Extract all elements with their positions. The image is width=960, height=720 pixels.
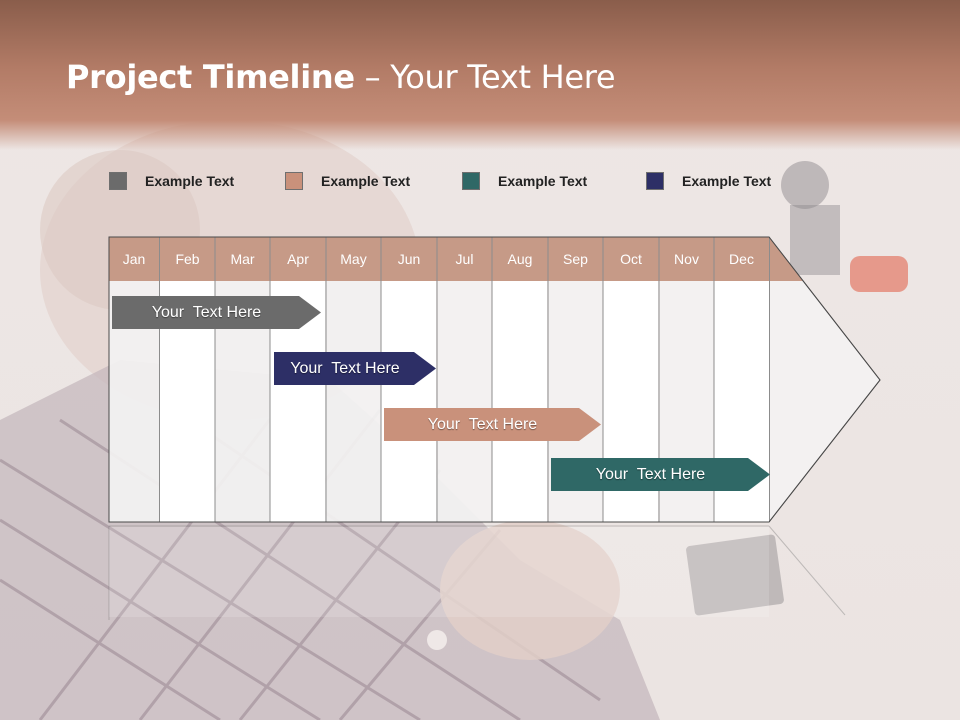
legend-item: Example Text — [109, 171, 234, 191]
month-mar: Mar — [230, 251, 255, 267]
legend-label: Example Text — [145, 173, 235, 189]
title-rest: – Your Text Here — [354, 58, 616, 96]
month-sep: Sep — [563, 251, 588, 267]
month-nov: Nov — [674, 251, 699, 267]
task-bar[interactable]: Your Text Here — [551, 458, 770, 491]
task-bar[interactable]: Your Text Here — [274, 352, 436, 385]
task-label: Your Text Here — [595, 466, 706, 483]
legend-swatch — [462, 172, 480, 190]
month-jan: Jan — [122, 251, 146, 267]
slide-title: Project Timeline – Your Text Here — [66, 58, 616, 96]
title-band — [0, 0, 960, 150]
month-apr: Apr — [287, 251, 309, 267]
task-label: Your Text Here — [151, 304, 262, 321]
task-bar[interactable]: Your Text Here — [384, 408, 601, 441]
title-bold: Project Timeline — [66, 58, 355, 96]
month-feb: Feb — [175, 251, 200, 267]
legend-label: Example Text — [321, 173, 411, 189]
month-jul: Jul — [455, 251, 474, 267]
legend-item: Example Text — [646, 171, 771, 191]
month-may: May — [340, 251, 367, 267]
task-bar[interactable]: Your Text Here — [112, 296, 321, 329]
legend-item: Example Text — [462, 171, 587, 191]
legend-swatch — [109, 172, 127, 190]
legend-label: Example Text — [498, 173, 588, 189]
legend-item: Example Text — [285, 171, 410, 191]
task-label: Your Text Here — [290, 360, 400, 377]
task-label: Your Text Here — [427, 416, 538, 433]
legend-label: Example Text — [682, 173, 772, 189]
month-header-band — [109, 237, 803, 281]
legend-swatch — [285, 172, 303, 190]
month-oct: Oct — [620, 251, 642, 267]
month-jun: Jun — [397, 251, 421, 267]
legend-swatch — [646, 172, 664, 190]
month-aug: Aug — [507, 251, 533, 267]
month-dec: Dec — [729, 251, 754, 267]
